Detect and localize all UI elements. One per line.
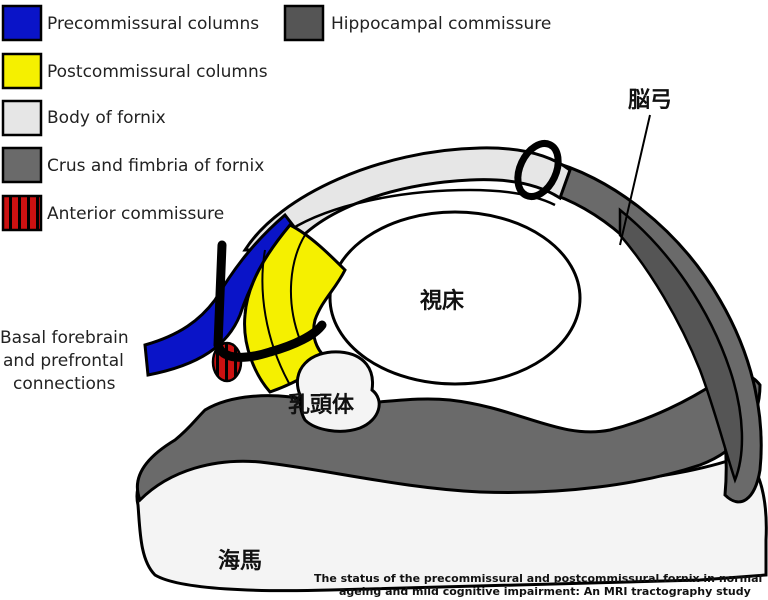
legend-swatch-hippocampal-commissure [283, 4, 325, 42]
legend-label-body: Body of fornix [47, 108, 166, 128]
legend-item-crus: Crus and fimbria of fornix [1, 146, 264, 184]
source-caption: The status of the precommissural and pos… [314, 572, 762, 598]
legend: Precommissural columns Postcommissural c… [1, 4, 551, 232]
caption-line-1: The status of the precommissural and pos… [314, 572, 762, 585]
body-of-fornix [242, 146, 572, 252]
legend-swatch-crus [1, 146, 43, 184]
mammillary-body-shape [295, 350, 381, 433]
label-thalamus: 視床 [420, 288, 465, 314]
label-mammillary-body: 乳頭体 [288, 392, 355, 418]
caption-line-2: ageing and mild cognitive impairment: An… [339, 585, 751, 598]
legend-item-hippocampal-commissure: Hippocampal commissure [283, 4, 551, 42]
legend-swatch-anterior-commissure [1, 194, 43, 232]
legend-swatch-precommissural [1, 4, 43, 42]
postcommissural-stripe-2 [290, 234, 306, 341]
label-basal-forebrain: Basal forebrain and prefrontal connectio… [0, 328, 129, 394]
label-basal-line-3: connections [13, 374, 116, 394]
legend-label-crus: Crus and fimbria of fornix [47, 156, 264, 176]
crus-inner-dark [618, 207, 744, 484]
thalamus-shape [328, 210, 582, 386]
label-basal-line-1: Basal forebrain [0, 328, 129, 348]
legend-label-anterior-commissure: Anterior commissure [47, 204, 224, 224]
label-hippocampus: 海馬 [218, 548, 262, 574]
fornix-body-ring-marker [514, 140, 562, 200]
legend-item-postcommissural: Postcommissural columns [1, 52, 268, 90]
postcommissural-stripe-1 [261, 249, 291, 386]
legend-swatch-postcommissural [1, 52, 43, 90]
legend-item-precommissural: Precommissural columns [1, 4, 259, 42]
legend-item-body: Body of fornix [1, 99, 166, 137]
legend-swatch-body [1, 99, 43, 137]
label-basal-line-2: and prefrontal [3, 351, 124, 371]
legend-label-postcommissural: Postcommissural columns [47, 62, 268, 82]
legend-label-precommissural: Precommissural columns [47, 14, 259, 34]
anterior-loop-marker [213, 240, 327, 362]
label-fornix: 脳弓 [628, 88, 672, 113]
legend-item-anterior-commissure: Anterior commissure [1, 194, 224, 232]
fornix-label-pointer [619, 114, 651, 246]
legend-label-hippocampal-commissure: Hippocampal commissure [331, 14, 551, 34]
